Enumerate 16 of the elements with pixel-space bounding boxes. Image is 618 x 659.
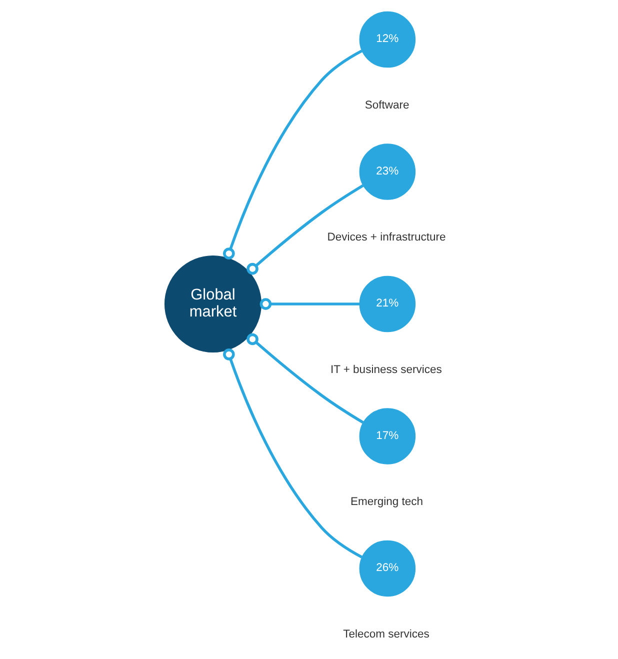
connector — [246, 184, 364, 275]
node-circle: 26% — [359, 540, 416, 597]
node-circle: 12% — [359, 11, 416, 68]
connector — [223, 348, 362, 558]
connector — [223, 50, 362, 260]
node-label: IT + business services — [330, 364, 442, 376]
node-circle: Global market — [164, 255, 262, 353]
connector — [260, 298, 360, 310]
node-label: Devices + infrastructure — [327, 232, 446, 244]
node-circle: 21% — [359, 276, 416, 332]
node-circle: 17% — [359, 408, 416, 464]
node-label: Software — [364, 99, 410, 112]
node-label: Telecom services — [343, 628, 430, 640]
node-label: Emerging tech — [350, 496, 424, 508]
connector — [246, 333, 364, 424]
node-circle: 23% — [359, 144, 416, 200]
